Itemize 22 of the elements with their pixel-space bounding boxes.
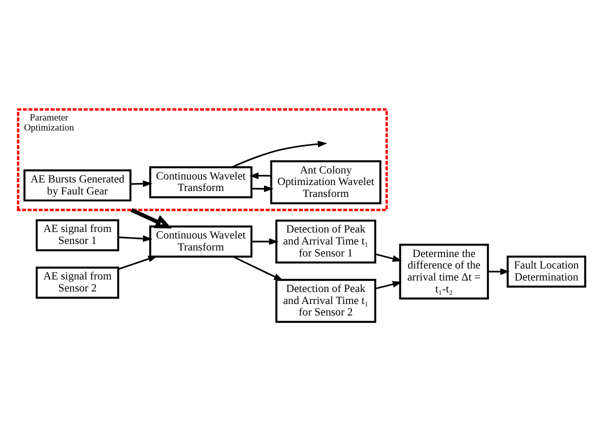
arrow (130, 208, 172, 229)
arrow (375, 281, 402, 290)
arrow (375, 253, 402, 262)
node-box: Fault Location Determination (506, 256, 586, 288)
arrow (232, 256, 284, 281)
arrow (130, 180, 152, 188)
node-box: Detection of Peak and Arrival Time t₁ for Sensor 1 (275, 220, 376, 264)
node-box: Continuous Wavelet Transform (149, 166, 252, 198)
node-box: AE Bursts Generated by Fault Gear (23, 169, 132, 202)
arrow (488, 268, 510, 275)
arrow (232, 140, 328, 168)
node-box: Detection of Peak and Arrival Time t₁ for Sensor 2 (275, 278, 376, 323)
node-box: AE signal from Sensor 1 (36, 219, 120, 252)
node-box: AE signal from Sensor 2 (36, 266, 120, 299)
arrow (251, 185, 274, 192)
arrow (118, 256, 158, 270)
arrow (251, 238, 279, 245)
node-box: Continuous Wavelet Transform (149, 226, 252, 258)
node-box: Ant Colony Optimization Wavelet Transform (270, 160, 382, 204)
node-box: Determine the difference of the arrival time Δt = t₁-t₂ (399, 244, 489, 300)
arrow (249, 172, 272, 180)
arrow (118, 235, 152, 242)
